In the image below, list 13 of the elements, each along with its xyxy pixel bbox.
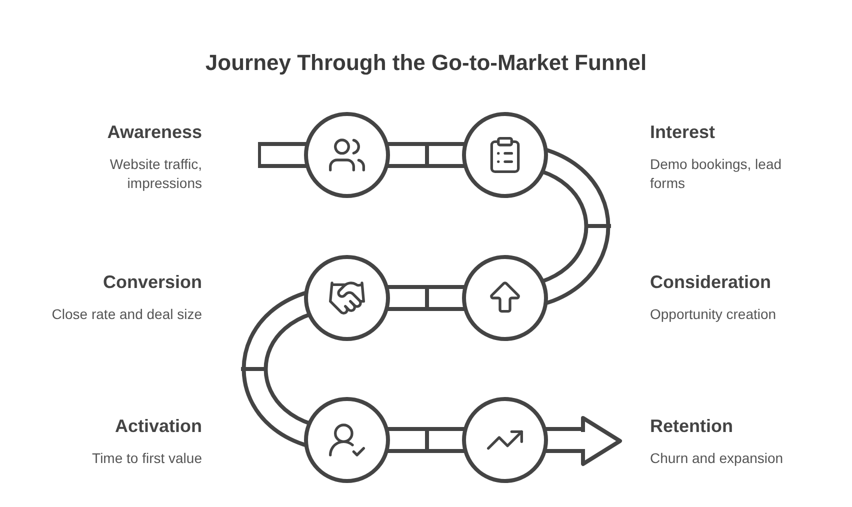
stage-description: Opportunity creation [650, 305, 776, 324]
stage-heading: Conversion [102, 271, 202, 293]
stage-heading: Activation [114, 415, 202, 437]
stage-description: Close rate and deal size [52, 305, 202, 324]
stage-description: Demo bookings, lead forms [650, 155, 783, 193]
stage-heading: Interest [650, 121, 716, 143]
stage-heading: Awareness [107, 121, 202, 143]
diagram-title: Journey Through the Go-to-Market Funnel [204, 50, 648, 76]
stage-description: Website traffic, impressions [108, 155, 202, 193]
stage-heading: Consideration [650, 271, 772, 293]
stage-description: Churn and expansion [650, 449, 784, 468]
stage-heading: Retention [650, 415, 733, 437]
stage-description: Time to first value [92, 449, 202, 468]
